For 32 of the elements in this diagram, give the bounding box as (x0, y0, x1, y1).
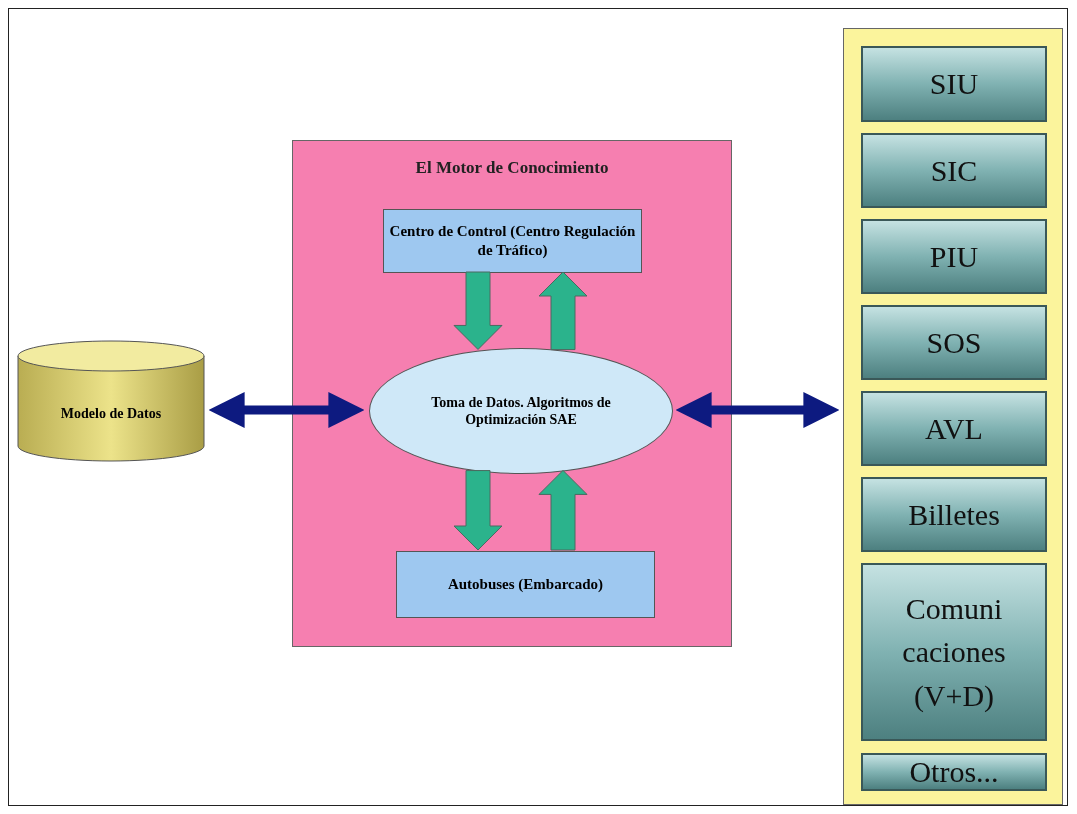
system-box (861, 477, 1047, 552)
node-label: PIU (929, 238, 979, 275)
engine-panel (292, 140, 732, 647)
system-box (861, 391, 1047, 466)
block-arrow (453, 271, 503, 350)
node-label: AVL (925, 410, 983, 447)
system-box (861, 753, 1047, 791)
system-box (861, 305, 1047, 380)
systems-panel (843, 28, 1063, 805)
database-cylinder (17, 340, 205, 462)
node-label: SIC (930, 152, 978, 189)
node-label: Comuni caciones (V+D) (901, 590, 1007, 714)
double-arrow (675, 392, 840, 428)
process-box (396, 551, 655, 618)
block-arrow (538, 469, 588, 551)
node-label: Toma de Datos. Algoritmos de Optimización SAE (430, 393, 612, 429)
block-arrow (453, 470, 503, 551)
node-label: El Motor de Conocimiento (415, 158, 609, 177)
node-label: Modelo de Datos (60, 405, 162, 421)
node-label: Autobuses (Embarcado) (447, 575, 604, 594)
system-box (861, 219, 1047, 294)
node-label: Centro de Control (Centro Regulación de Tráfico) (388, 222, 637, 260)
node-label: SOS (926, 324, 982, 361)
system-box (861, 563, 1047, 741)
node-label: Otros... (909, 754, 999, 791)
system-box (861, 133, 1047, 208)
process-box (383, 209, 642, 273)
node-label: Billetes (908, 496, 1000, 533)
system-box (861, 46, 1047, 122)
node-label: SIU (929, 66, 979, 103)
block-arrow (538, 271, 588, 351)
double-arrow (208, 392, 365, 428)
